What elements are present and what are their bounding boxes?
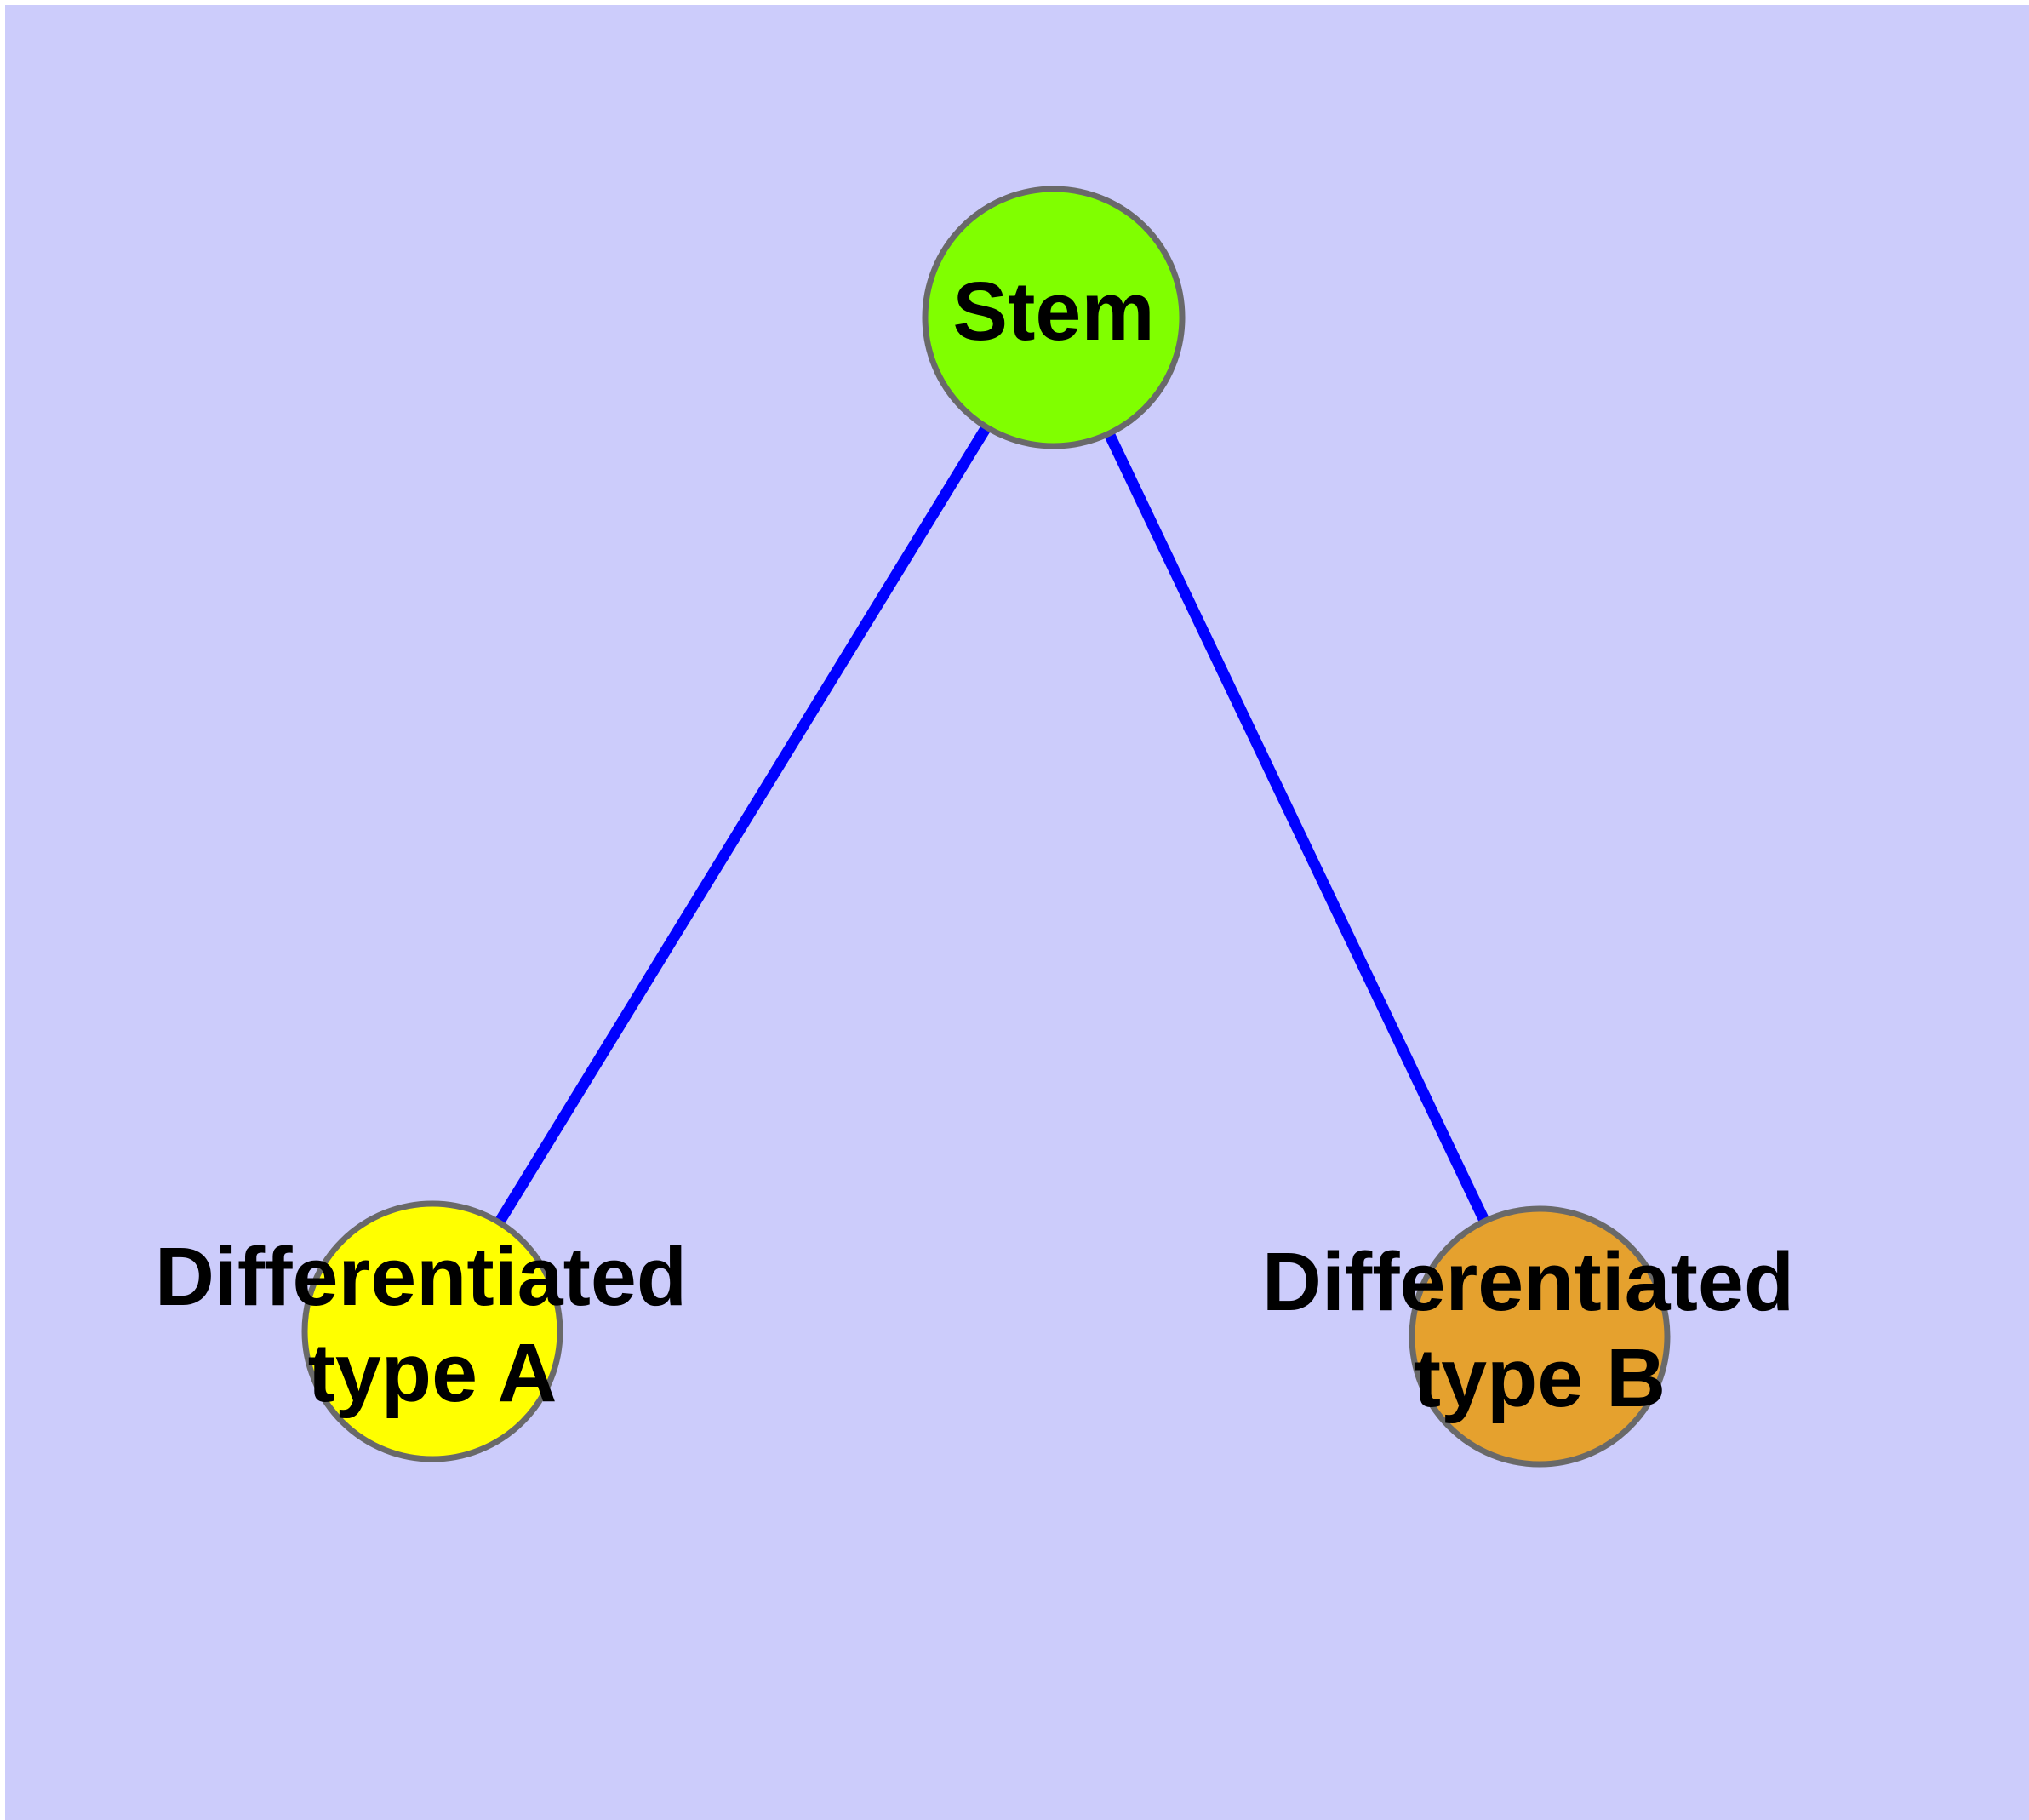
node-differentiated-type-b-label: Differentiated type B — [1262, 1235, 1817, 1424]
edge-stem-to-differentiated-type-b — [1105, 432, 1489, 1222]
node-stem-label-line-0: Stem — [952, 265, 1154, 358]
node-differentiated-type-b-label-line-0: Differentiated — [1262, 1235, 1794, 1328]
node-stem-circle[interactable] — [922, 186, 1186, 449]
node-differentiated-type-b[interactable]: Differentiated type B — [1262, 1205, 1817, 1468]
node-differentiated-type-b-circle[interactable] — [1409, 1205, 1671, 1468]
node-layer: Stem Differentiated type A Differentiate… — [155, 186, 1817, 1468]
node-differentiated-type-a[interactable]: Differentiated type A — [155, 1200, 710, 1462]
node-differentiated-type-b-label-line-1: type B — [1414, 1331, 1666, 1424]
node-differentiated-type-a-label-line-1: type A — [308, 1326, 557, 1419]
edge-layer — [494, 426, 1489, 1224]
node-differentiated-type-a-circle[interactable] — [301, 1200, 563, 1462]
edge-stem-to-differentiated-type-a — [494, 426, 991, 1224]
node-stem-label: Stem — [952, 265, 1154, 358]
node-differentiated-type-a-label: Differentiated type A — [155, 1230, 710, 1419]
node-differentiated-type-a-label-line-0: Differentiated — [155, 1230, 687, 1323]
node-stem[interactable]: Stem — [922, 186, 1186, 449]
